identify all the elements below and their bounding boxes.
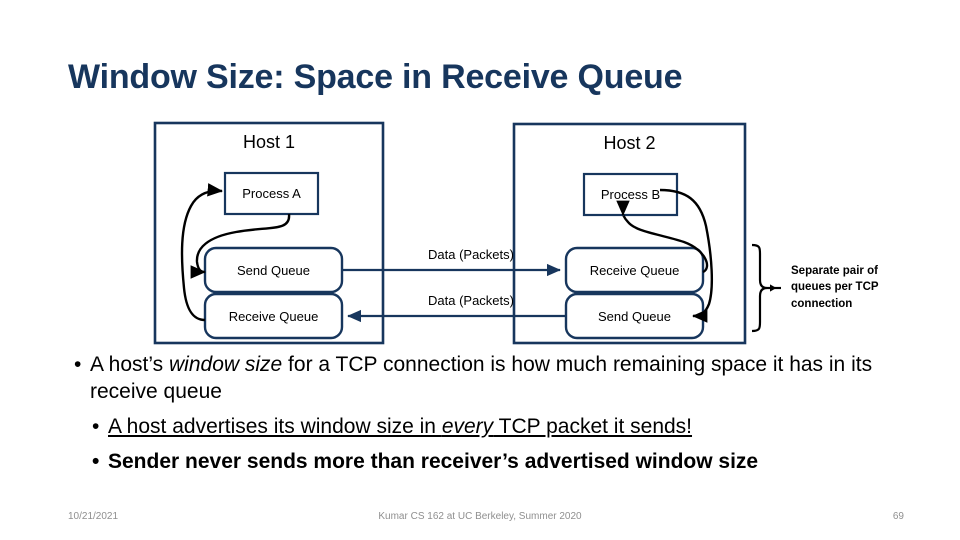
arrow-process-b-to-send-queue (659, 188, 713, 323)
bullet-marker: • (92, 449, 100, 473)
process-b-label: Process B (600, 187, 661, 202)
footer-date: 10/21/2021 (68, 511, 119, 522)
data-packets-label-top: Data (Packets) (428, 247, 514, 262)
bullet-item-1: • A host’s window size for a TCP connect… (66, 352, 906, 406)
host2-receive-queue-label: Receive Queue (589, 263, 680, 278)
host1-title: Host 1 (242, 132, 296, 152)
host2-send-queue-label: Send Queue (597, 309, 671, 324)
bullet-item-2: • A host advertises its window size in e… (66, 414, 906, 441)
footer-page-number: 69 (892, 511, 904, 522)
footer-attribution: Kumar CS 162 at UC Berkeley, Summer 2020 (378, 511, 582, 522)
bullet-marker: • (74, 353, 82, 376)
bullet-text-3: Sender never sends more than receiver’s … (108, 449, 759, 473)
bullet-list: • A host’s window size for a TCP connect… (66, 352, 906, 482)
host1-send-queue-label: Send Queue (236, 263, 310, 278)
page-title: Window Size: Space in Receive Queue (68, 58, 683, 96)
queue-pair-brace (751, 243, 768, 333)
host1-receive-queue-label: Receive Queue (228, 309, 319, 324)
process-a-label: Process A (242, 186, 301, 201)
bullet-marker: • (92, 414, 100, 438)
data-packets-label-bottom: Data (Packets) (428, 293, 514, 308)
host2-title: Host 2 (603, 133, 656, 153)
bullet-text-2: A host advertises its window size in eve… (108, 414, 693, 438)
bullet-text-1: A host’s window size for a TCP connectio… (90, 353, 873, 403)
arrow-receive-queue-to-process-a (180, 183, 223, 322)
bullet-item-3: • Sender never sends more than receiver’… (66, 449, 906, 476)
brace-pointer-arrow (770, 284, 777, 292)
queue-pair-annotation: Separate pair of queues per TCP connecti… (791, 265, 879, 310)
